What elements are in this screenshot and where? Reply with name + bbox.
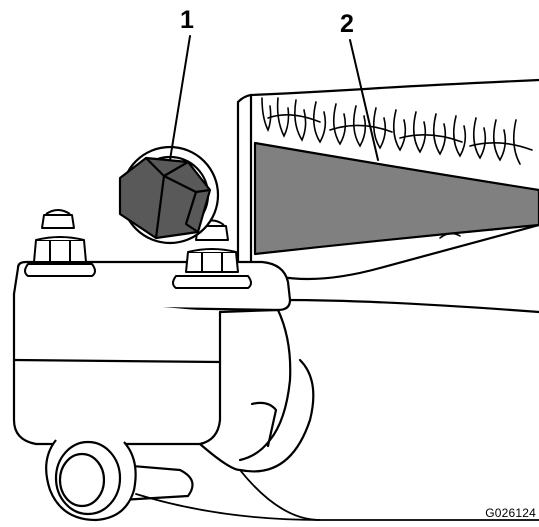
leader-line-1 [169, 35, 191, 161]
leader-line-2 [349, 39, 379, 161]
figure-id-label: G026124 [485, 506, 536, 520]
callout-leaders [169, 35, 379, 161]
radiator-screen-band [253, 141, 539, 256]
left-nut [24, 209, 96, 277]
callout-number-2: 2 [340, 10, 354, 38]
callout-number-1: 1 [180, 6, 194, 34]
hex-plug [118, 145, 220, 245]
lower-pipe-fitting [45, 439, 137, 522]
